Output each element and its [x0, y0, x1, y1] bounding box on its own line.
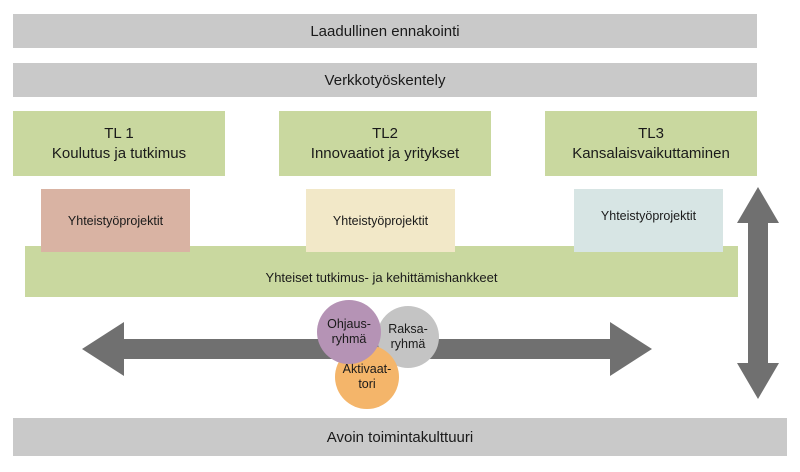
- project-box-3: Yhteistyöprojektit: [574, 189, 723, 252]
- theme-code: TL2: [372, 124, 398, 142]
- bar-label: Verkkotyöskentely: [324, 71, 446, 89]
- theme-code: TL 1: [104, 124, 134, 142]
- shared-projects-label: Yhteiset tutkimus- ja kehittämishankkeet: [265, 270, 498, 285]
- project-label: Yhteistyöprojektit: [332, 213, 429, 228]
- circle-line: tori: [358, 377, 376, 391]
- project-label: Yhteistyöprojektit: [600, 208, 697, 223]
- circle-line: ryhmä: [390, 337, 426, 351]
- project-box-2: Yhteistyöprojektit: [306, 189, 455, 252]
- theme-code: TL3: [638, 124, 664, 142]
- bar-laadullinen-ennakointi: Laadullinen ennakointi: [13, 14, 757, 48]
- theme-name: Kansalaisvaikuttaminen: [572, 144, 730, 162]
- vertical-double-arrow-icon: [737, 187, 779, 399]
- bar-label: Laadullinen ennakointi: [310, 22, 460, 40]
- project-label: Yhteistyöprojektit: [67, 213, 164, 228]
- theme-name: Koulutus ja tutkimus: [51, 144, 187, 162]
- circle-line: Raksa-: [388, 322, 428, 336]
- shared-projects-bar: Yhteiset tutkimus- ja kehittämishankkeet: [25, 246, 738, 297]
- theme-name: Innovaatiot ja yritykset: [310, 144, 460, 162]
- theme-box-tl2: TL2 Innovaatiot ja yritykset: [279, 111, 491, 176]
- bar-label: Avoin toimintakulttuuri: [326, 428, 474, 446]
- theme-box-tl3: TL3 Kansalaisvaikuttaminen: [545, 111, 757, 176]
- bar-verkkotyoskentely: Verkkotyöskentely: [13, 63, 757, 97]
- circle-line: Aktivaat-: [342, 362, 392, 376]
- theme-box-tl1: TL 1 Koulutus ja tutkimus: [13, 111, 225, 176]
- circle-ohjausryhma: Ohjaus- ryhmä: [317, 300, 381, 364]
- bar-avoin-toimintakulttuuri: Avoin toimintakulttuuri: [13, 418, 787, 456]
- project-box-1: Yhteistyöprojektit: [41, 189, 190, 252]
- circle-line: ryhmä: [331, 332, 367, 346]
- circle-line: Ohjaus-: [327, 317, 371, 331]
